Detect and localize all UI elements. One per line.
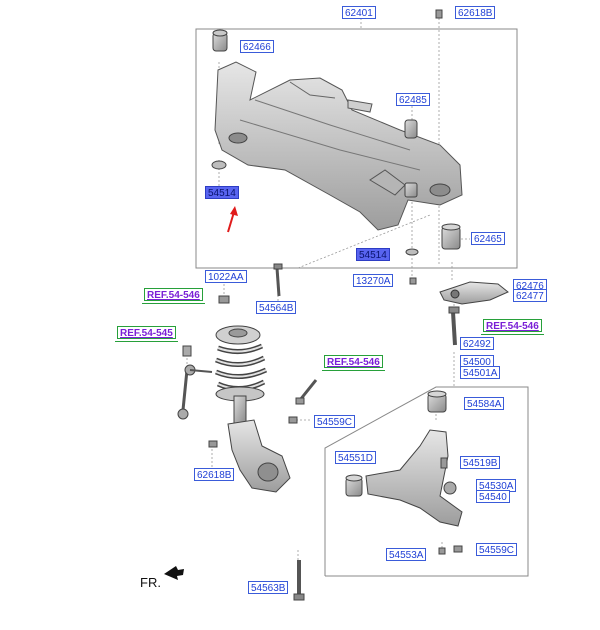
callout-62618b-top[interactable]: 62618B	[455, 6, 496, 19]
callout-54584a[interactable]: 54584A	[464, 397, 505, 410]
callout-54530a[interactable]: 54530A	[476, 479, 517, 492]
nut-1022aa	[218, 295, 230, 304]
callout-ref-54-546-b[interactable]: REF.54-546	[481, 319, 544, 335]
callout-ref-54-546-c[interactable]: REF.54-546	[322, 355, 385, 371]
subframe-crossmember	[214, 61, 463, 231]
lower-control-arm	[345, 390, 463, 555]
lower-arm-group-box	[324, 386, 529, 577]
callout-54501a[interactable]: 54501A	[460, 366, 501, 379]
callout-54514-right-highlighted[interactable]: 54514	[356, 248, 390, 261]
subframe-bushings	[211, 9, 461, 285]
callout-62477[interactable]: 62477	[513, 289, 547, 302]
front-direction-arrow	[164, 566, 184, 580]
callout-54559c-mid[interactable]: 54559C	[314, 415, 356, 428]
callout-62465[interactable]: 62465	[471, 232, 505, 245]
mount-bracket	[439, 281, 509, 305]
strut-assembly	[215, 325, 268, 425]
callout-62466[interactable]: 62466	[240, 40, 274, 53]
callout-54519b[interactable]: 54519B	[460, 456, 501, 469]
callout-54514-highlighted[interactable]: 54514	[205, 186, 239, 199]
callout-ref-54-546-a[interactable]: REF.54-546	[142, 288, 205, 304]
callout-62401[interactable]: 62401	[342, 6, 376, 19]
callout-62618b-bottom[interactable]: 62618B	[194, 468, 235, 481]
callout-54551d[interactable]: 54551D	[335, 451, 377, 464]
bolt-62492	[448, 306, 460, 346]
callout-62485[interactable]: 62485	[396, 93, 430, 106]
callout-54553a[interactable]: 54553A	[386, 548, 427, 561]
front-direction-label: FR.	[140, 575, 161, 590]
ref-bolts	[288, 379, 318, 424]
callout-54564b[interactable]: 54564B	[256, 301, 297, 314]
subframe-group-box	[195, 28, 518, 269]
callout-54559c-bottom[interactable]: 54559C	[476, 543, 518, 556]
steering-knuckle	[208, 419, 291, 493]
callout-1022aa[interactable]: 1022AA	[205, 270, 247, 283]
callout-54563b[interactable]: 54563B	[248, 581, 289, 594]
callout-13270a[interactable]: 13270A	[353, 274, 394, 287]
long-bolt	[273, 263, 283, 297]
callout-62492[interactable]: 62492	[460, 337, 494, 350]
stabilizer-link	[177, 345, 213, 420]
red-indicator-arrow	[227, 206, 238, 233]
callout-ref-54-545[interactable]: REF.54-545	[115, 326, 178, 342]
callout-54500[interactable]: 54500	[460, 355, 494, 368]
bolt-54563b	[293, 560, 305, 601]
callout-54540[interactable]: 54540	[476, 490, 510, 503]
